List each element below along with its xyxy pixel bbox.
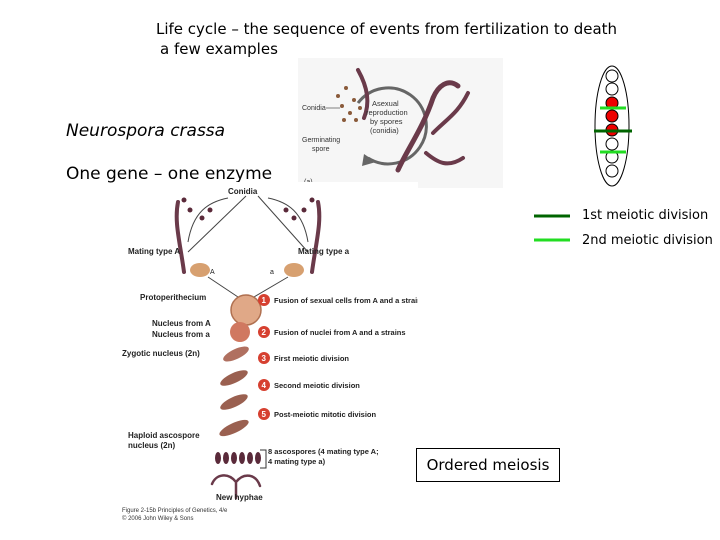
nucleus-a-upper-label: Nucleus from A [152, 319, 211, 328]
spore-dots [336, 86, 362, 122]
svg-text:2: 2 [262, 328, 267, 337]
zygotic-label: Zygotic nucleus (2n) [122, 349, 200, 358]
step-3-badge [258, 352, 270, 364]
step-list: 1 Fusion of sexual cells from A and a st… [258, 294, 418, 420]
asexual-cycle-line-4: (conidia) [370, 126, 399, 135]
step-1-badge [258, 294, 270, 306]
asexual-cycle-line-3: by spores [370, 117, 403, 126]
figure-credit-1: Figure 2-15b Principles of Genetics, 4/e [122, 508, 228, 514]
nucleus-a-lower-label: Nucleus from a [152, 330, 210, 339]
svg-text:5: 5 [262, 410, 267, 419]
ordered-meiosis-box: Ordered meiosis [416, 448, 560, 482]
ascospores-label-2: 4 mating type a) [268, 457, 326, 466]
figure-credit-2: © 2006 John Wiley & Sons [122, 515, 193, 522]
step-5-badge [258, 408, 270, 420]
legend-second-label: 2nd meiotic division [582, 233, 713, 248]
new-hyphae-drawing [210, 474, 262, 500]
step-2-text: Fusion of nuclei from A and a strains [274, 328, 406, 337]
step-5-text: Post-meiotic mitotic division [274, 410, 377, 419]
protoperithecium [230, 294, 262, 326]
letter-lower: a [270, 269, 274, 276]
ascospore [605, 69, 619, 83]
step-3-text: First meiotic division [274, 354, 349, 363]
ordered-meiosis-label: Ordered meiosis [426, 456, 550, 474]
svg-text:4: 4 [262, 381, 267, 390]
asexual-conidia-label: Conidia [302, 105, 326, 112]
sexual-conidia-label: Conidia [228, 187, 258, 196]
asci-stages [219, 370, 249, 437]
haploid-label-2: nucleus (2n) [128, 441, 175, 450]
mating-type-upper-label: Mating type A [128, 247, 180, 256]
germinating-label-2: spore [312, 146, 330, 153]
step-4-text: Second meiotic division [274, 381, 360, 390]
strain-a-upper-hypha [174, 200, 186, 274]
step-2-badge [258, 326, 270, 338]
mating-type-lower-label: Mating type a [298, 247, 350, 256]
germinating-label-1: Germinating [302, 137, 340, 144]
cell-a-lower [284, 263, 304, 277]
haploid-label-1: Haploid ascospore [128, 431, 200, 440]
ascospore-row [215, 452, 261, 464]
svg-text:3: 3 [262, 354, 267, 363]
ascus-diagram [594, 65, 632, 187]
hypothesis-text: One gene – one enzyme [66, 164, 273, 184]
hypha [395, 80, 461, 173]
legend-swatches [534, 214, 570, 242]
dikaryon-cell [230, 322, 250, 342]
sexual-cycle-figure: Conidia Mating type A Mating type a A a … [118, 182, 418, 524]
legend-first-label: 1st meiotic division [582, 208, 709, 223]
new-hyphae-label: New hyphae [216, 493, 263, 502]
asexual-cycle-line-2: reproduction [366, 108, 408, 117]
step-1-text: Fusion of sexual cells from A and a stra… [274, 296, 418, 305]
protoperithecium-label: Protoperithecium [140, 293, 206, 302]
zygote [223, 346, 249, 362]
page-subtitle: a few examples [160, 40, 278, 58]
cell-a-upper [190, 263, 210, 277]
organism-name: Neurospora crassa [66, 121, 226, 141]
letter-upper: A [210, 269, 215, 276]
ascospores-label-1: 8 ascospores (4 mating type A; [268, 447, 379, 456]
step-4-badge [258, 379, 270, 391]
strain-a-lower-hypha [310, 200, 322, 274]
svg-text:1: 1 [262, 296, 267, 305]
page-title: Life cycle – the sequence of events from… [156, 20, 618, 38]
asexual-cycle-line-1: Asexual [372, 99, 399, 108]
conidia-dots [181, 197, 315, 221]
asexual-cycle-figure: Conidia Asexual reproduction by spores (… [298, 58, 503, 188]
